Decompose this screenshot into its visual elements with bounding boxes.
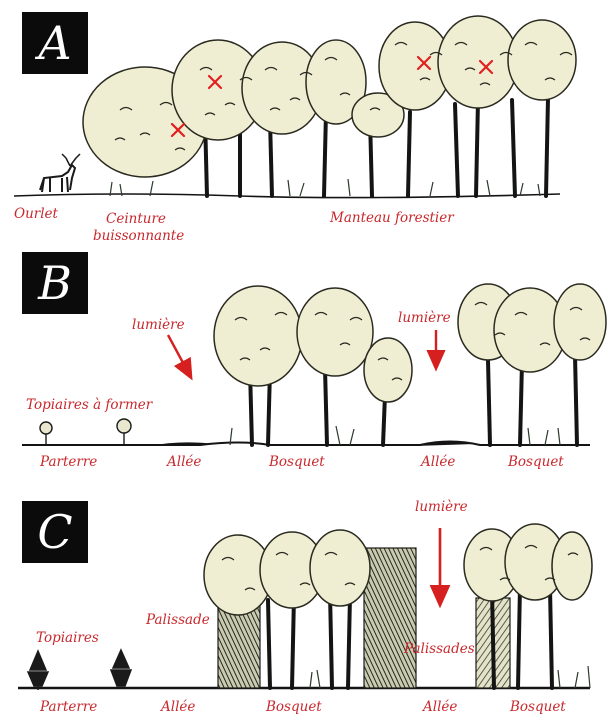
label-parterre: Parterre [40,700,97,715]
label-allee: Allée [167,455,201,470]
label-palissade: Palissade [146,613,210,628]
label-topiaires: Topiaires [36,631,99,646]
label-lumiere: lumière [398,311,451,326]
label-buissonnante: buissonnante [93,229,184,244]
label-ourlet: Ourlet [14,207,58,222]
label-lumiere: lumière [132,318,185,333]
grass-strokes [310,666,590,688]
clipped-topiaries [28,650,131,690]
label-ceinture: Ceinture [106,212,166,227]
label-manteau-forestier: Manteau forestier [330,211,454,226]
deer-icon [40,154,80,192]
label-allee: Allée [423,700,457,715]
label-parterre: Parterre [40,455,97,470]
panel-c [18,524,592,690]
panel-a-letter: A [22,12,88,74]
tree-canopies [83,16,576,177]
ground-line [14,194,560,198]
label-bosquet: Bosquet [510,700,566,715]
panel-b [22,284,606,446]
label-allee: Allée [161,700,195,715]
panel-b-badge: B [22,252,88,314]
label-bosquet: Bosquet [508,455,564,470]
label-bosquet: Bosquet [269,455,325,470]
light-arrow [168,335,188,372]
panel-c-badge: C [22,501,88,563]
label-lumiere: lumière [415,500,468,515]
label-bosquet: Bosquet [266,700,322,715]
panel-a [14,16,576,198]
label-allee: Allée [421,455,455,470]
young-topiaries [40,419,131,445]
label-topiaires-a-former: Topiaires à former [26,398,152,413]
panel-b-letter: B [22,252,88,314]
grass-strokes [230,426,560,445]
ground-line [22,442,590,446]
panel-c-letter: C [22,501,88,563]
label-palissades: Palissades [404,642,475,657]
panel-a-badge: A [22,12,88,74]
